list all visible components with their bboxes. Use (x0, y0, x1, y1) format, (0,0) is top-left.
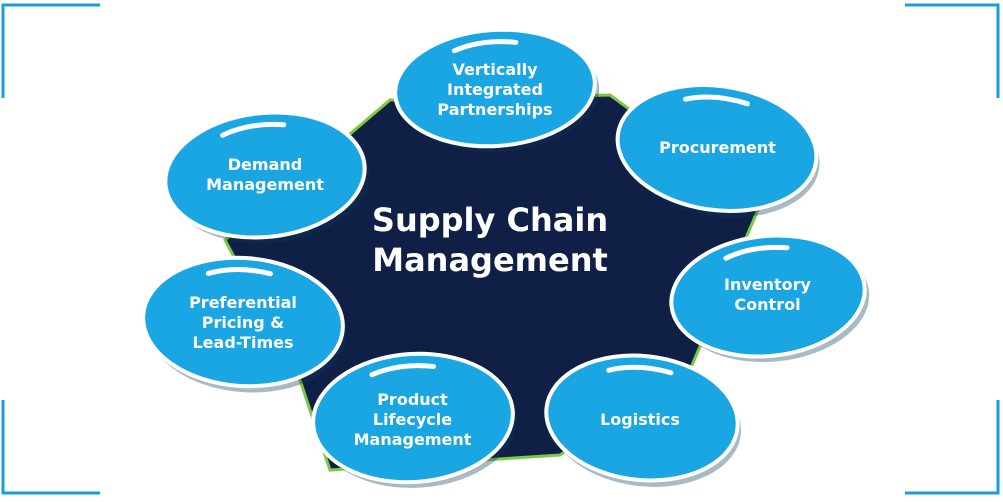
node-bubble-procurement (615, 83, 820, 218)
node-bubble-fill (669, 233, 867, 359)
node-label-line: Procurement (659, 137, 776, 157)
node-bubble-fill (544, 353, 740, 483)
node-bubble-vertically-integrated-partnerships (393, 27, 600, 152)
node-label-line: Preferential (189, 293, 297, 312)
frame-corner-bottom-left (1, 400, 100, 495)
node-bubble-highlight (369, 363, 436, 378)
center-title-line-2: Management (372, 241, 608, 279)
node-label-line: Logistics (600, 410, 680, 429)
node-label-procurement: Procurement (625, 100, 810, 195)
node-bubble-highlight (723, 244, 790, 261)
center-title: Supply Chain Management (330, 200, 650, 280)
node-label-preferential-pricing: Preferential Pricing & Lead-Times (148, 268, 338, 378)
node-bubble-highlight (451, 39, 519, 54)
node-label-logistics: Logistics (555, 370, 725, 470)
node-label-line: Integrated (447, 80, 543, 99)
center-title-line-1: Supply Chain (371, 201, 609, 239)
node-label-inventory-control: Inventory Control (680, 245, 855, 345)
node-bubble-fill (311, 351, 515, 485)
node-label-line: Control (734, 295, 801, 314)
node-bubble-product-lifecycle-management (311, 351, 518, 488)
node-bubble-demand-management (163, 110, 370, 244)
node-label-line: Management (206, 175, 324, 194)
node-bubble-highlight (682, 94, 750, 107)
frame-corners (1, 3, 1000, 495)
frame-corner-top-right (905, 3, 1000, 98)
node-label-line: Management (353, 430, 472, 449)
node-bubble-fill (393, 27, 597, 149)
frame-corner-top-left (1, 3, 100, 98)
node-label-line: Pricing & (201, 313, 285, 332)
node-label-line: Inventory (724, 275, 811, 294)
frame-corner-bottom-right (905, 400, 1000, 495)
node-label-line: Product (377, 390, 448, 409)
node-bubble-highlight (606, 364, 674, 376)
node-label-line: Lifecycle (372, 410, 453, 429)
node-bubbles (141, 27, 870, 488)
node-label-line: Lead-Times (192, 333, 294, 352)
node-bubble-fill (141, 255, 345, 389)
node-label-vertically-integrated-partnerships: Vertically Integrated Partnerships (405, 40, 585, 140)
node-label-demand-management: Demand Management (170, 125, 360, 225)
node-label-line: Vertically (452, 60, 538, 79)
node-label-product-lifecycle-management: Product Lifecycle Management (320, 365, 505, 475)
node-bubble-logistics (544, 353, 742, 487)
node-bubble-fill (163, 110, 367, 240)
node-bubble-highlight (220, 121, 287, 138)
node-label-line: Partnerships (437, 100, 553, 119)
node-label-line: Demand (227, 155, 303, 174)
node-bubble-fill (615, 83, 819, 213)
node-bubble-inventory-control (669, 233, 870, 363)
node-bubble-highlight (205, 267, 273, 277)
node-bubble-preferential-pricing (141, 255, 347, 393)
